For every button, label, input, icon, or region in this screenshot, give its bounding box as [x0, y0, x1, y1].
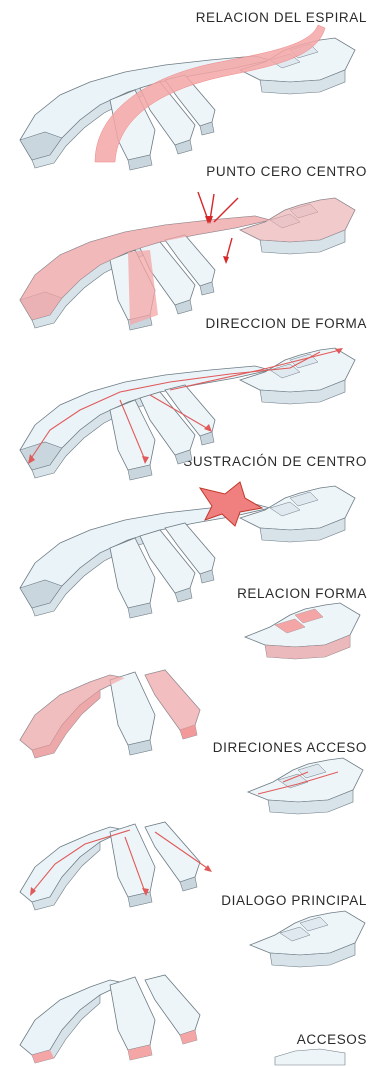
cluster-accesos: [274, 1048, 346, 1066]
panel-relacion-forma: [19, 669, 201, 759]
panel-label-accesos: ACCESOS: [296, 1032, 367, 1047]
panel-sustracion-centro: [19, 481, 356, 619]
panel-direccion-forma: [19, 347, 356, 481]
panel-relacion-espiral: [19, 24, 356, 171]
cluster-dialogo-principal: [249, 910, 366, 968]
cluster-direciones-acceso: [247, 757, 364, 815]
panel-label-relacion-espiral: RELACION DEL ESPIRAL: [195, 10, 367, 25]
panel-label-relacion-forma: RELACION FORMA: [237, 586, 367, 601]
panel-label-direccion-forma: DIRECCION DE FORMA: [205, 316, 367, 331]
panel-accesos: [19, 974, 201, 1064]
panel-label-dialogo-principal: DIALOGO PRINCIPAL: [221, 893, 367, 908]
panel-direciones-acceso: [19, 821, 212, 911]
panel-punto-cero: [19, 191, 356, 331]
panel-label-sustracion-centro: SUSTRACIÓN DE CENTRO: [183, 454, 367, 469]
panel-label-punto-cero: PUNTO CERO CENTRO: [206, 164, 367, 179]
cluster-relacion-forma: [244, 602, 361, 660]
panel-label-direciones-acceso: DIRECIONES ACCESO: [212, 740, 367, 755]
